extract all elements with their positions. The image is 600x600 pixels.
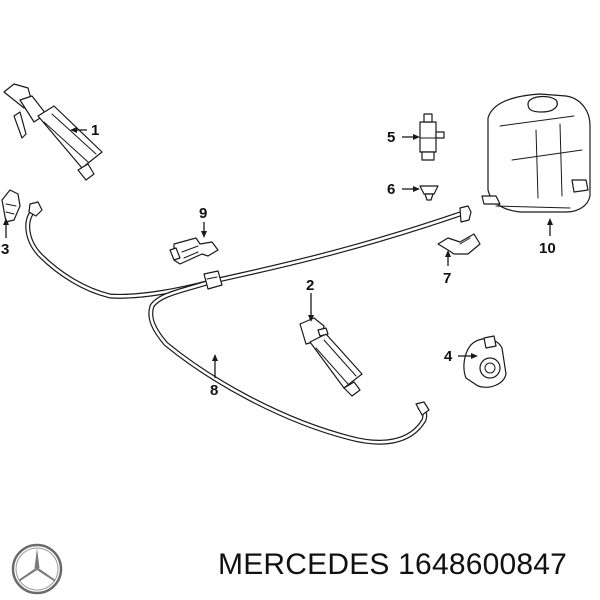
- callout-8: 8: [210, 382, 218, 399]
- mercedes-star-icon: [11, 543, 63, 595]
- callout-numbers: 1 2 3 4 5 6 7 8 9 10: [1, 122, 556, 399]
- arrowhead-7: [445, 250, 451, 257]
- callout-4: 4: [444, 348, 453, 365]
- arrowhead-5: [413, 134, 420, 140]
- arrowhead-1: [70, 127, 77, 133]
- callout-1: 1: [91, 122, 99, 139]
- washer-nozzle-part-2: [299, 317, 363, 397]
- arrowhead-9: [201, 231, 207, 238]
- washer-pump-part-5: [419, 113, 445, 161]
- arrowhead-8: [212, 354, 218, 361]
- nozzle-cap-part-4: [463, 335, 507, 388]
- callout-3: 3: [1, 241, 9, 258]
- arrowhead-10: [547, 218, 553, 225]
- footer: MERCEDES 1648600847: [0, 530, 600, 600]
- connector-part-7: [437, 233, 481, 255]
- callout-9: 9: [199, 205, 207, 222]
- arrowhead-3: [3, 218, 9, 225]
- connector-part-3: [1, 189, 21, 223]
- callout-6: 6: [387, 181, 395, 198]
- brand-name: MERCEDES: [218, 548, 390, 581]
- part-number: 1648600847: [398, 548, 568, 581]
- callout-10: 10: [539, 240, 556, 257]
- arrowhead-4: [471, 353, 478, 359]
- callout-2: 2: [306, 277, 314, 294]
- arrowhead-6: [413, 186, 420, 192]
- leader-lines: [3, 127, 553, 378]
- arrowhead-2: [308, 315, 314, 322]
- callout-5: 5: [387, 129, 395, 146]
- grommet-part-6: [419, 185, 439, 201]
- connector-part-9: [169, 237, 219, 265]
- washer-nozzle-part-1: [3, 83, 103, 181]
- callout-7: 7: [443, 270, 451, 287]
- washer-reservoir-part-10: [481, 93, 591, 213]
- hose-assembly-8: [25, 201, 472, 445]
- footer-caption: MERCEDES 1648600847: [218, 548, 567, 582]
